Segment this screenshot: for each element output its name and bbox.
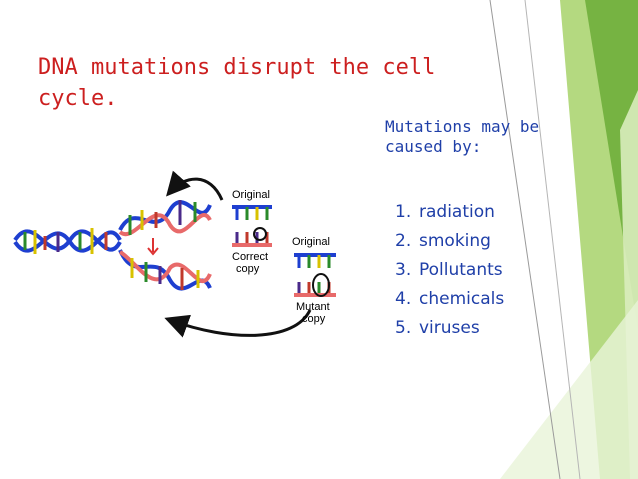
causes-heading-line-2: caused by: [385, 137, 482, 156]
list-item-label: chemicals [419, 289, 505, 309]
causes-heading-line-1: Mutations may be [385, 117, 540, 136]
slide-title: DNA mutations disrupt the cell cycle. [38, 55, 436, 111]
list-item: 2. smoking [395, 227, 504, 256]
curved-arrow-top-icon [166, 170, 224, 201]
original-strand-bottom-icon [294, 253, 336, 268]
dna-replication-diagram: Original Correct copy Original [13, 170, 336, 338]
list-item-number: 2. [395, 231, 412, 251]
label-original-bottom: Original [292, 236, 330, 248]
parent-helix [13, 228, 122, 254]
causes-heading: Mutations may be caused by: [385, 117, 595, 157]
label-original-top: Original [232, 189, 270, 201]
top-daughter-helix [118, 200, 212, 237]
label-correct-line-1: Correct [232, 251, 268, 263]
list-item-label: smoking [419, 231, 491, 251]
label-correct-line-2: copy [236, 263, 260, 275]
list-item: 4. chemicals [395, 285, 504, 314]
label-mutant-line-2: copy [302, 313, 326, 325]
label-mutant-line-1: Mutant [296, 301, 330, 313]
list-item-number: 1. [395, 202, 412, 222]
list-item-number: 5. [395, 318, 412, 338]
list-item-label: viruses [419, 318, 480, 338]
list-item-label: radiation [419, 202, 495, 222]
original-strand-icon [232, 205, 272, 220]
list-item-label: Pollutants [419, 260, 503, 280]
bottom-daughter-helix [118, 249, 212, 291]
causes-list: 1. radiation 2. smoking 3. Pollutants 4. che… [395, 198, 504, 343]
list-item-number: 3. [395, 260, 412, 280]
list-item: 3. Pollutants [395, 256, 504, 285]
list-item: 5. viruses [395, 314, 504, 343]
curved-arrow-bottom-icon [164, 309, 312, 338]
list-item-number: 4. [395, 289, 412, 309]
list-item: 1. radiation [395, 198, 504, 227]
mutant-copy-strand-icon [294, 273, 336, 297]
correct-copy-strand-icon [232, 227, 272, 247]
